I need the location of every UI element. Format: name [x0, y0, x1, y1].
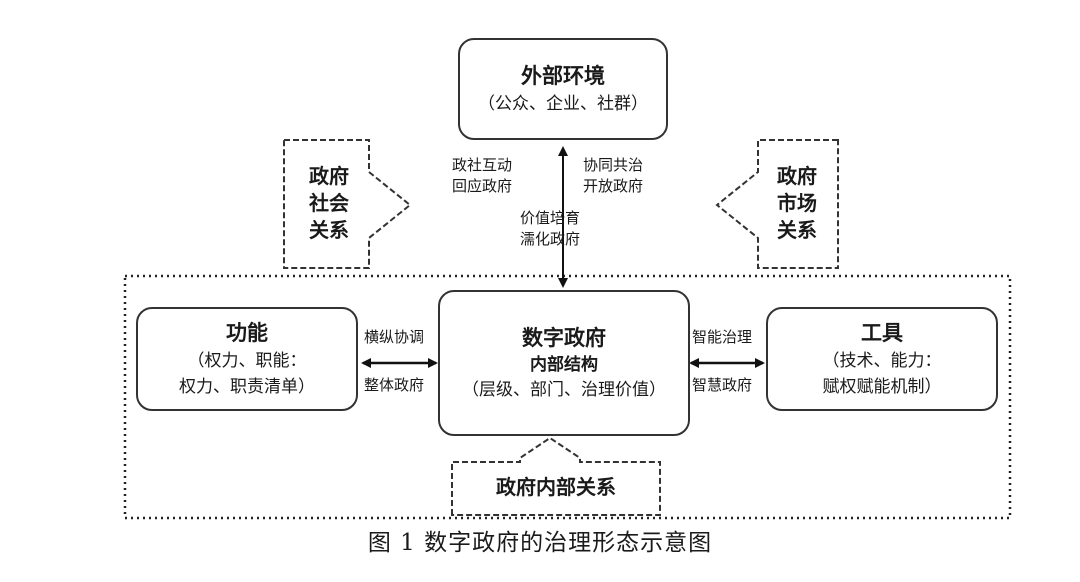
function-title: 功能: [226, 321, 268, 345]
function-box: 功能 （权力、职能： 权力、职责清单）: [136, 307, 358, 411]
internal-relation-arrow: [451, 436, 661, 516]
external-environment-subtitle: （公众、企业、社群）: [478, 94, 648, 114]
internal-structure-label: 内部结构: [530, 355, 598, 375]
vertical-lower-label: 价值培育 濡化政府: [520, 209, 581, 248]
vertical-right-label: 协同共治 开放政府: [583, 156, 644, 195]
digital-government-title: 数字政府: [522, 326, 606, 350]
tool-title: 工具: [861, 321, 903, 345]
vertical-left-label: 政社互动 回应政府: [452, 156, 513, 195]
market-relation-arrow: [715, 139, 839, 269]
left-link-top-label: 横纵协调: [364, 328, 425, 346]
right-link-top-label: 智能治理: [692, 328, 753, 346]
tool-box: 工具 （技术、能力： 赋权赋能机制）: [766, 307, 998, 411]
right-link-bottom-label: 智慧政府: [692, 376, 753, 394]
figure-caption: 图 1 数字政府的治理形态示意图: [367, 530, 713, 556]
left-link-bottom-label: 整体政府: [364, 376, 425, 394]
market-relation-label: 政府 市场 关系: [777, 164, 817, 242]
society-relation-label: 政府 社会 关系: [309, 164, 349, 242]
digital-government-box: 数字政府 内部结构 （层级、部门、治理价值）: [438, 290, 690, 436]
external-environment-box: 外部环境 （公众、企业、社群）: [458, 38, 668, 140]
internal-relation-label: 政府内部关系: [496, 475, 616, 499]
society-relation-arrow: [283, 139, 412, 269]
internal-structure-detail: （层级、部门、治理价值）: [462, 380, 666, 400]
external-environment-title: 外部环境: [521, 64, 605, 88]
